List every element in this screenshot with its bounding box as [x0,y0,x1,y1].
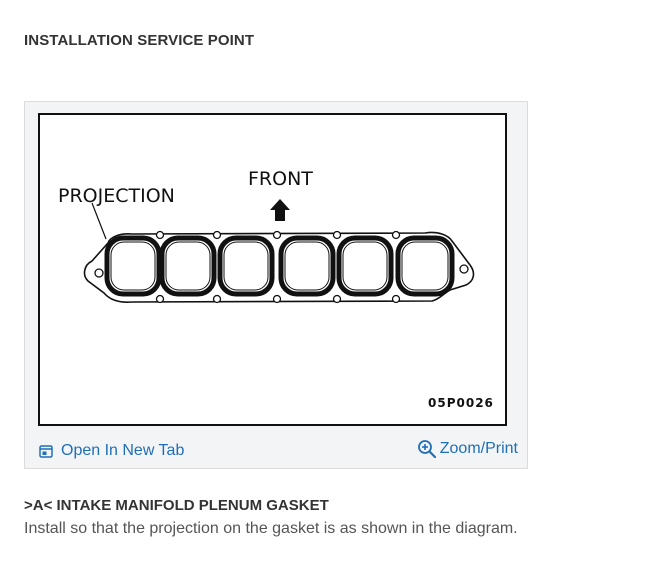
open-in-new-tab-icon [39,444,54,459]
section-heading: >A< INTAKE MANIFOLD PLENUM GASKET [24,497,329,514]
zoom-in-icon [417,439,437,459]
page-title: INSTALLATION SERVICE POINT [24,32,255,49]
arrow-up-icon [270,199,290,221]
gasket-ports [104,235,455,297]
projection-label: PROJECTION [58,185,175,207]
front-label: FRONT [248,168,313,190]
zoom-print-label: Zoom/Print [439,440,518,457]
zoom-print-link[interactable]: Zoom/Print [417,439,518,459]
gasket-diagram [83,199,475,304]
open-in-new-tab-label: Open In New Tab [61,442,185,459]
figure-footer: Open In New Tab Zoom/Print [25,435,527,469]
projection-leader-line [91,202,107,240]
open-in-new-tab-link[interactable]: Open In New Tab [39,442,184,460]
figure-card: PROJECTION FRONT 05P0026 Open In New Tab [24,101,528,469]
instruction-text: Install so that the projection on the ga… [24,520,518,537]
gasket-bolt-holes [94,230,469,304]
diagram-frame: PROJECTION FRONT 05P0026 [38,113,507,426]
figure-code-label: 05P0026 [428,396,494,410]
